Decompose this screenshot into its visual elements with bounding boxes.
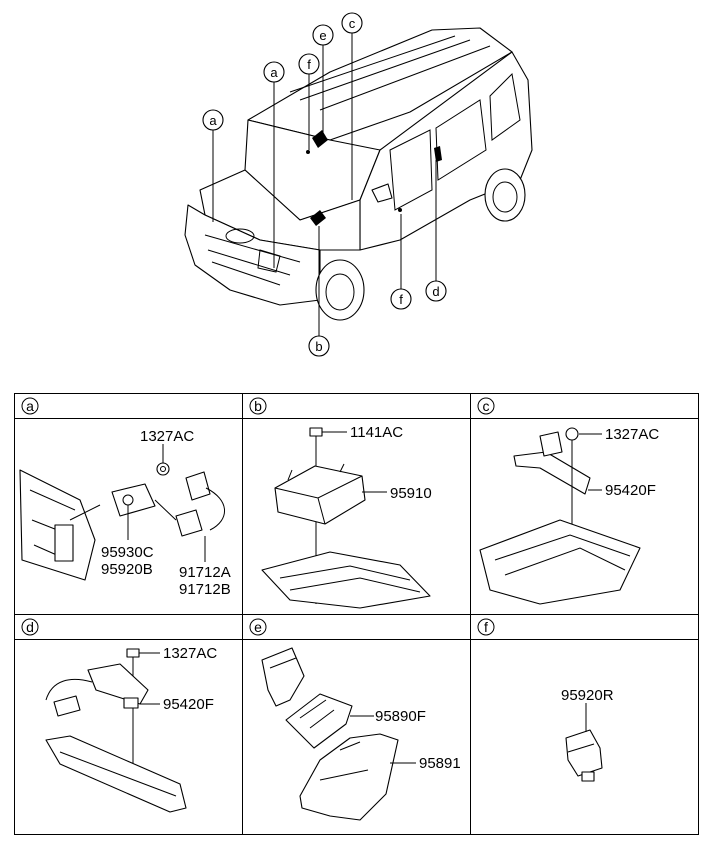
car-illustration	[184, 27, 533, 321]
car-callout-e: e	[312, 24, 334, 46]
panel-f-drawing	[565, 703, 603, 782]
car-callout-b: b	[308, 335, 330, 357]
panel-a-drawing	[19, 462, 225, 581]
part-label-1327AC: 1327AC	[605, 426, 659, 443]
panel-d-drawing	[45, 648, 187, 813]
car-callout-a2: a	[263, 61, 285, 83]
svg-text:d: d	[432, 284, 439, 299]
car-callout-c: c	[341, 12, 363, 34]
part-label-95920B: 95920B	[101, 561, 153, 578]
part-label-91712B: 91712B	[179, 581, 231, 598]
svg-text:c: c	[483, 398, 490, 414]
panel-header-a: a	[21, 397, 39, 415]
part-label-95890F: 95890F	[375, 708, 426, 725]
svg-text:e: e	[254, 619, 262, 635]
part-label-91712A: 91712A	[179, 564, 231, 581]
part-label-1327AC: 1327AC	[163, 645, 217, 662]
parts-grid	[14, 393, 699, 835]
svg-text:f: f	[399, 292, 403, 307]
svg-text:b: b	[254, 398, 262, 414]
part-label-95891: 95891	[419, 755, 461, 772]
svg-text:f: f	[484, 619, 488, 635]
svg-text:d: d	[26, 619, 34, 635]
svg-text:b: b	[315, 339, 322, 354]
svg-text:a: a	[270, 65, 278, 80]
panel-header-c: c	[477, 397, 495, 415]
panel-b-drawing	[261, 427, 431, 609]
svg-text:e: e	[319, 28, 326, 43]
panel-header-b: b	[249, 397, 267, 415]
car-callout-f1: f	[298, 53, 320, 75]
part-label-95920R: 95920R	[561, 687, 614, 704]
panel-header-e: e	[249, 618, 267, 636]
svg-text:c: c	[349, 16, 356, 31]
part-label-1327AC: 1327AC	[140, 428, 194, 445]
part-label-95930C: 95930C	[101, 544, 154, 561]
svg-text:a: a	[26, 398, 34, 414]
car-callout-d: d	[425, 280, 447, 302]
svg-text:f: f	[307, 57, 311, 72]
part-label-95420F: 95420F	[605, 482, 656, 499]
part-label-95420F: 95420F	[163, 696, 214, 713]
part-label-1141AC: 1141AC	[350, 424, 403, 441]
car-callout-leaders	[212, 33, 437, 336]
panel-c-drawing	[479, 427, 641, 605]
part-label-95910: 95910	[390, 485, 432, 502]
car-callout-a1: a	[202, 109, 224, 131]
car-callout-f2: f	[390, 288, 412, 310]
panel-header-d: d	[21, 618, 39, 636]
panel-a-leaders	[127, 444, 206, 562]
panel-e-drawing	[261, 647, 399, 821]
svg-text:a: a	[209, 113, 217, 128]
panel-header-f: f	[477, 618, 495, 636]
